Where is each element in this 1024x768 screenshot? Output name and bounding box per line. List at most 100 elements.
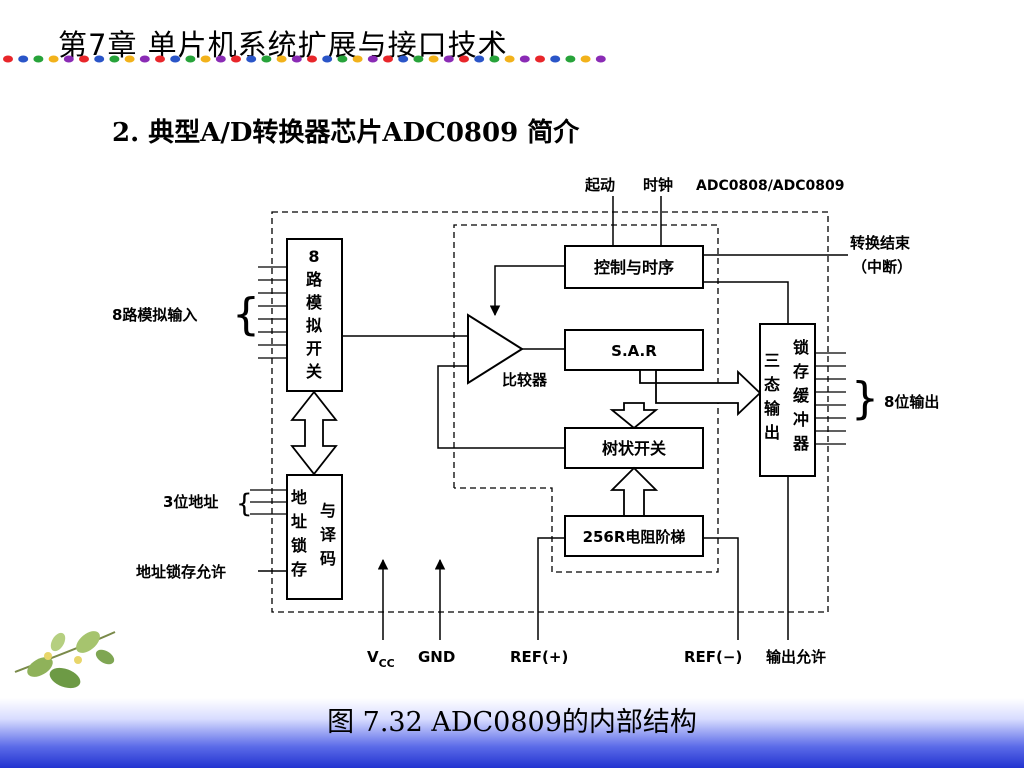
start-label: 起动 — [584, 176, 615, 194]
decorative-dot — [504, 55, 515, 63]
decorative-dot — [155, 55, 165, 63]
ref-pos-line — [537, 537, 565, 640]
clock-label: 时钟 — [643, 176, 673, 194]
decorative-dot — [246, 55, 257, 63]
comparator-triangle — [467, 313, 524, 385]
footer-gradient-bar — [0, 698, 1024, 768]
decorative-dot — [519, 55, 530, 63]
address-bits-label: 3位地址 — [163, 493, 218, 511]
decorative-dot — [139, 55, 150, 63]
decorative-dot-rule — [3, 55, 606, 63]
control-to-buffer-line — [703, 281, 789, 324]
sar-to-buffer-arrow — [639, 369, 762, 417]
eoc-label-line2: （中断） — [852, 258, 912, 276]
decorative-dot — [185, 55, 196, 63]
figure-caption: 图 7.32 ADC0809的内部结构 — [327, 707, 697, 738]
eoc-label-line1: 转换结束 — [850, 234, 911, 252]
ale-label: 地址锁存允许 — [136, 563, 226, 581]
decorative-dot — [352, 55, 363, 63]
output-bracket: } — [851, 373, 879, 424]
tree-switch-label: 树状开关 — [602, 439, 666, 458]
output-lines — [815, 352, 846, 445]
section-heading: 2. 典型A/D转换器芯片ADC0809 简介 — [112, 118, 580, 148]
address-latch-block — [286, 474, 343, 600]
decorative-dot — [63, 55, 74, 63]
decorative-dot — [428, 55, 439, 63]
decoderText-char: 码 — [320, 549, 336, 568]
muxText-char: 关 — [306, 362, 322, 381]
ref-neg-label: REF(−) — [684, 648, 742, 666]
decorative-dot — [565, 55, 576, 63]
addrLatchText-char: 存 — [291, 560, 307, 579]
decorative-dot — [322, 55, 333, 63]
decoderText-char: 译 — [320, 525, 337, 544]
decorative-dot — [261, 55, 272, 63]
output-label: 8位输出 — [884, 393, 939, 411]
decorative-dot — [474, 55, 485, 63]
ladder-to-tree-switch-arrow — [609, 466, 659, 517]
decorative-dot — [276, 55, 287, 63]
decorative-dot — [398, 55, 409, 63]
chip-boundary — [271, 211, 829, 613]
decorative-dot — [48, 55, 59, 63]
comparator-label: 比较器 — [502, 371, 548, 389]
muxText-char: 模 — [306, 293, 323, 312]
decorative-dot — [443, 55, 454, 63]
sar-to-tree-switch-arrow — [609, 402, 659, 430]
chip-name-label: ADC0808/ADC0809 — [696, 178, 845, 194]
decorative-dot — [94, 55, 105, 63]
sar-block — [564, 329, 704, 371]
addrLatchText-char: 锁 — [291, 536, 307, 555]
decorative-dot — [291, 55, 302, 63]
decorative-dot — [413, 55, 424, 63]
tristateText-char: 态 — [764, 375, 780, 394]
output-buffer-block — [759, 323, 816, 477]
decoder-label: 与译码 — [320, 501, 337, 568]
converter-boundary — [453, 224, 719, 573]
tristateText-char: 出 — [764, 423, 780, 442]
tristateText-char: 三 — [764, 351, 780, 370]
output-enable-label: 输出允许 — [766, 648, 826, 666]
control-timing-label: 控制与时序 — [594, 258, 674, 277]
decorative-dot — [580, 55, 591, 63]
sar-label: S.A.R — [611, 342, 657, 360]
decorative-dot — [18, 55, 29, 63]
decorative-dot — [367, 55, 378, 63]
decorative-dot — [124, 55, 135, 63]
addrLatchText-char: 地 — [291, 488, 307, 507]
ref-neg-line — [703, 537, 739, 640]
decorative-dot — [109, 55, 120, 63]
latchBufferText-char: 缓 — [792, 386, 810, 405]
decorative-dot — [595, 55, 606, 63]
decorative-dot — [231, 55, 241, 63]
decorative-dot — [33, 55, 44, 63]
leaf-decoration — [14, 631, 116, 689]
analog-inputs-bracket: { — [232, 289, 260, 340]
address-latch-label: 地址锁存 — [291, 488, 307, 579]
decoderText-char: 与 — [320, 501, 336, 520]
analog-input-lines — [258, 266, 287, 359]
ref-pos-label: REF(+) — [510, 648, 568, 666]
decorative-dot — [3, 55, 13, 63]
decorative-dot — [307, 55, 317, 63]
resistor-ladder-block — [564, 515, 704, 557]
gnd-label: GND — [418, 648, 455, 666]
feedback-line — [437, 365, 565, 449]
latchBufferText-char: 冲 — [793, 410, 809, 429]
decorative-dot — [535, 55, 545, 63]
muxText-char: 开 — [306, 339, 322, 358]
muxText-char: 8 — [308, 247, 319, 266]
analog-inputs-label: 8路模拟输入 — [112, 306, 197, 324]
latchBufferText-char: 存 — [793, 362, 809, 381]
decorative-dot — [383, 55, 393, 63]
decorative-dot — [170, 55, 181, 63]
muxText-char: 路 — [306, 270, 323, 289]
control-to-comparator-line — [489, 265, 565, 317]
control-timing-block — [564, 245, 704, 289]
latchBufferText-char: 锁 — [793, 338, 809, 357]
muxText-char: 拟 — [306, 316, 322, 335]
